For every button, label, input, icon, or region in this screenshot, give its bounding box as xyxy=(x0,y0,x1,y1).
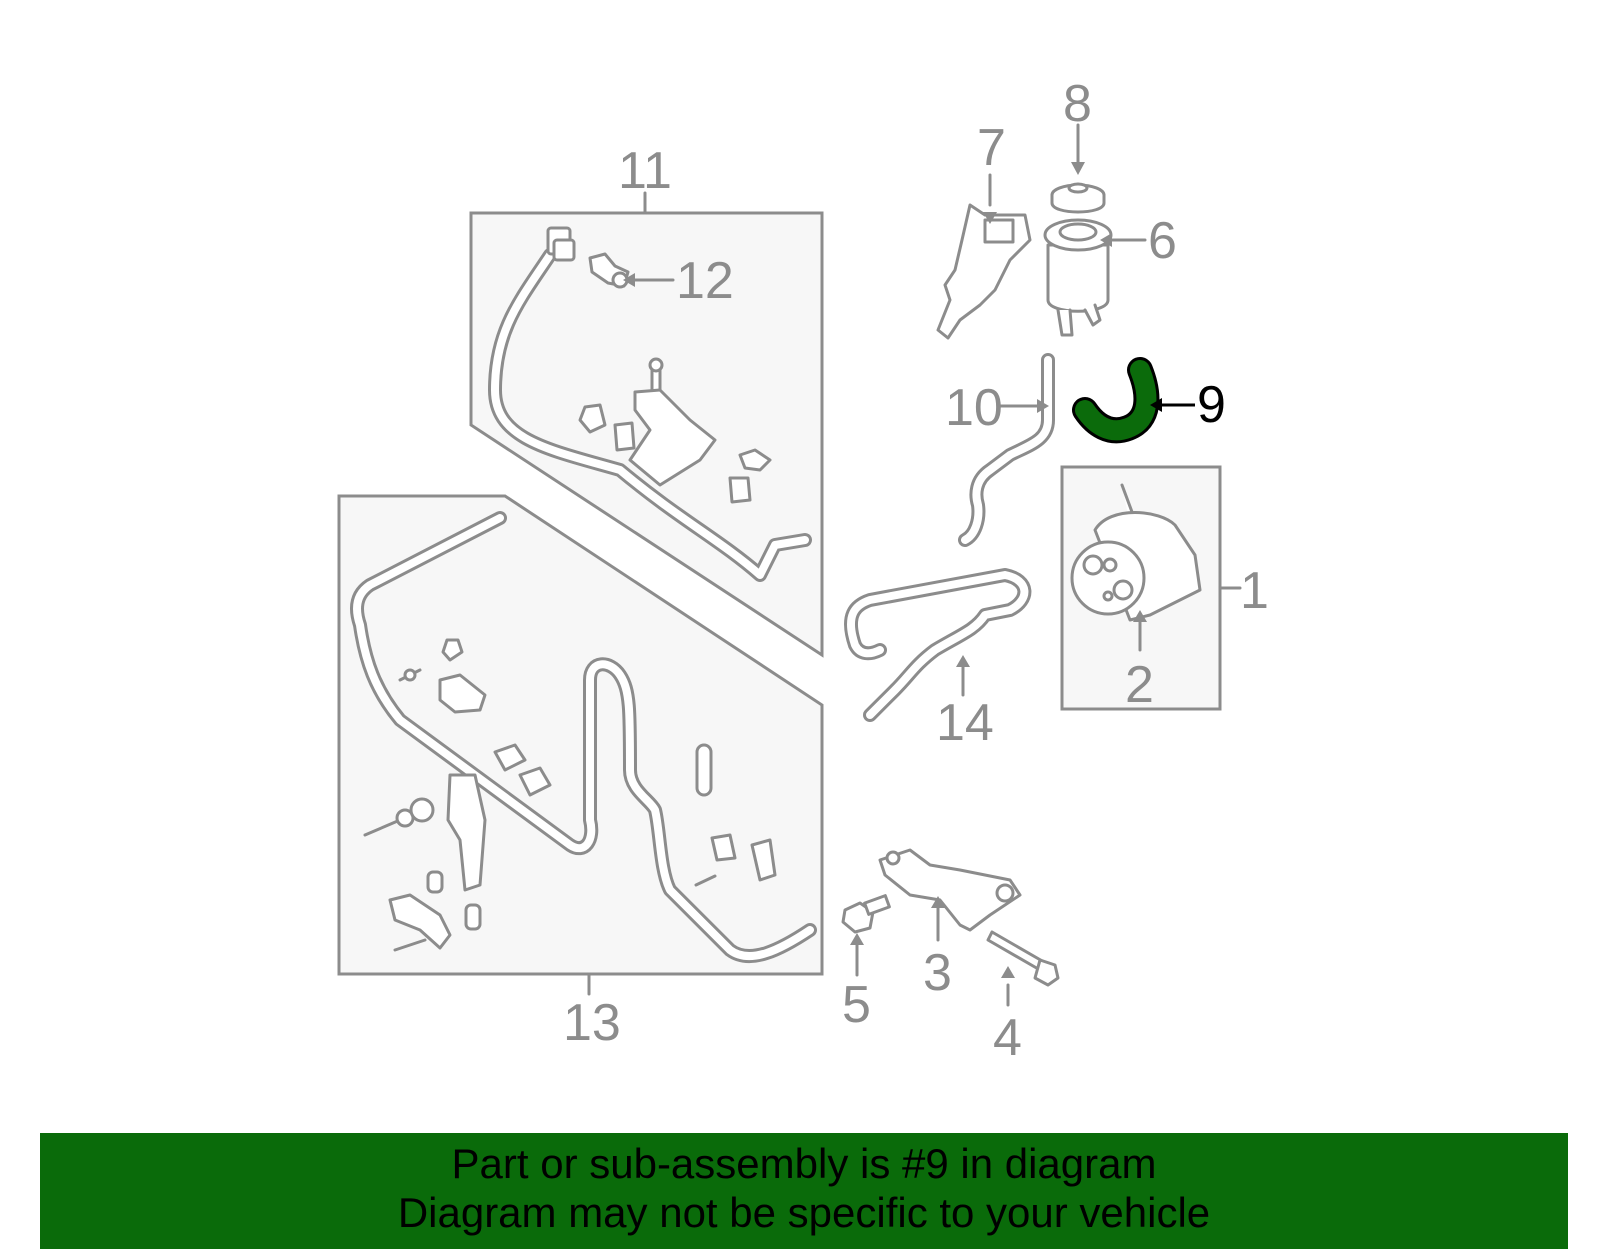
banner-line-1: Part or sub-assembly is #9 in diagram xyxy=(451,1140,1157,1187)
callout-9: 9 xyxy=(1197,376,1226,434)
callout-7: 7 xyxy=(977,119,1006,177)
part-5-bolt xyxy=(841,894,891,977)
callout-1: 1 xyxy=(1240,562,1269,620)
callout-5: 5 xyxy=(842,976,871,1034)
callout-3: 3 xyxy=(923,944,952,1002)
callout-2: 2 xyxy=(1125,656,1154,714)
callout-13: 13 xyxy=(563,994,621,1052)
part-4-bolt xyxy=(986,930,1060,1007)
callout-10: 10 xyxy=(945,379,1003,437)
callout-8: 8 xyxy=(1063,75,1092,133)
callout-12: 12 xyxy=(676,252,734,310)
part-3-bracket xyxy=(878,848,1022,942)
part-10-pipe xyxy=(958,353,1055,547)
callout-4: 4 xyxy=(993,1009,1022,1067)
subassembly-box-13 xyxy=(337,494,824,996)
callout-14: 14 xyxy=(936,694,994,752)
part-8-cap xyxy=(1050,123,1106,214)
info-banner: Part or sub-assembly is #9 in diagram Di… xyxy=(40,1133,1568,1249)
subassembly-box-1 xyxy=(1060,465,1242,711)
callout-6: 6 xyxy=(1148,212,1177,270)
subassembly-box-11 xyxy=(469,191,824,658)
part-9-hose-highlighted xyxy=(1072,357,1195,444)
callout-11: 11 xyxy=(618,142,672,200)
banner-line-2: Diagram may not be specific to your vehi… xyxy=(397,1189,1211,1236)
part-6-reservoir xyxy=(1043,218,1147,337)
part-14-hose xyxy=(844,568,1032,722)
